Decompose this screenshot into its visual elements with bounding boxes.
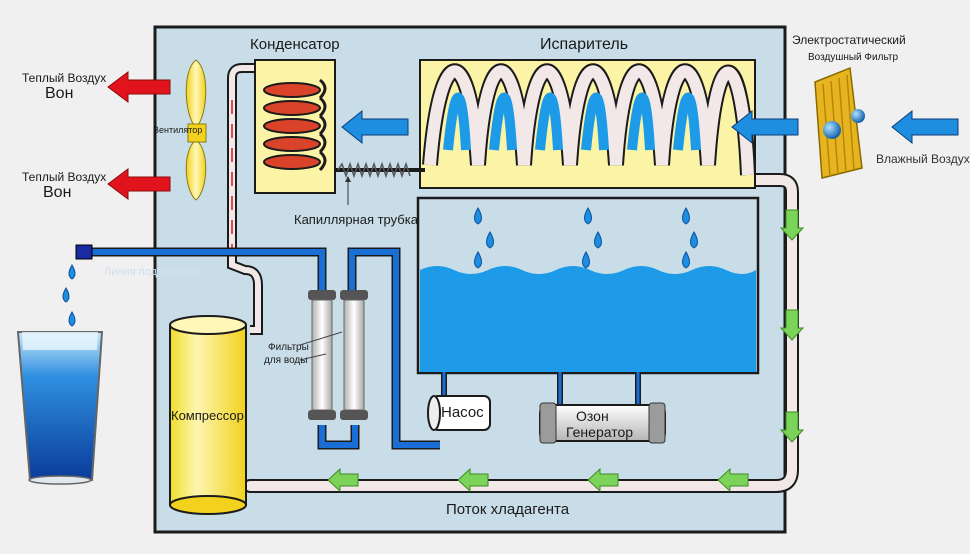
refrigerant-flow-label: Поток хладагента [446,501,570,518]
warm-air-arrow-bottom [107,168,171,200]
water-glass-icon [16,331,104,485]
warm-air-out-label-2-line1: Теплый Воздух [22,170,107,184]
warm-air-out-label-1-line1: Теплый Воздух [22,71,107,85]
ozone-generator [539,402,666,444]
filter-cartridge-icon [340,290,368,420]
warm-air-arrow-top [107,71,171,103]
electrostatic-filter-label-line1: Электростатический [792,33,906,47]
condenser-label: Конденсатор [250,36,340,53]
supply-valve-icon [75,244,93,260]
humid-air-arrow [891,109,959,145]
compressor [169,315,247,515]
water-filters-label-line2: для воды [264,355,308,366]
electrostatic-filter [814,66,865,179]
fan-icon [185,59,207,201]
ion-ball-icon [851,109,865,123]
evaporator-label: Испаритель [540,36,629,53]
warm-air-out-label-2-line2: Вон [43,184,72,201]
ozone-generator-label-line1: Озон [576,408,609,424]
air-arrow-to-evaporator [731,109,799,145]
pump [427,395,491,431]
compressor-label: Компрессор [171,408,244,423]
humid-air-in-label: Влажный Воздух В [876,152,970,166]
fan-label: Вентилятор [153,125,203,135]
water-tank [416,196,760,375]
air-arrow-to-condenser [341,109,409,145]
capillary-tube-label: Капиллярная трубка [294,212,418,227]
refrigerant-flow-arrows [327,209,805,493]
water-drops [474,207,698,269]
electrostatic-filter-label-line2: Воздушный Фильтр [808,52,899,63]
ion-ball-icon [823,121,841,139]
warm-air-out-label-1-line2: Вон [45,85,74,102]
water-filters-label-line1: Фильтры [268,342,309,353]
falling-water-drops [62,264,76,327]
water-supply-pipes [75,244,641,450]
pump-label: Насос [441,404,484,421]
ozone-generator-label-line2: Генератор [566,424,634,440]
evaporator [419,59,756,189]
water-supply-line-label: Линия подачи воды [104,266,204,278]
condenser [254,59,336,194]
